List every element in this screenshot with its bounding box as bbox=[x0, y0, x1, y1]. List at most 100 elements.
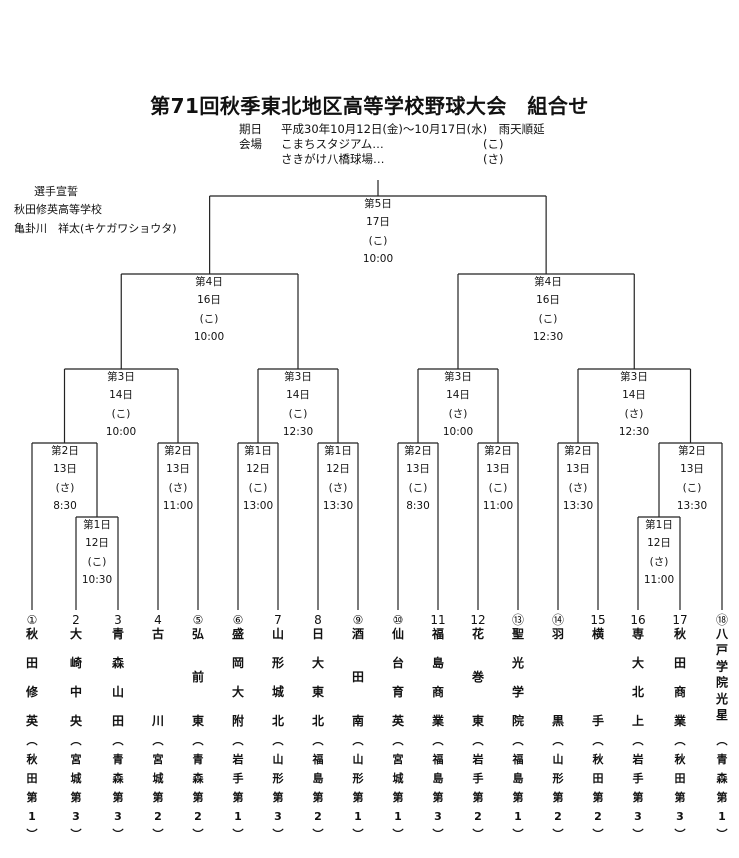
team-name-char: 台 bbox=[392, 655, 404, 670]
team-prefecture-char: 第 bbox=[393, 790, 404, 804]
team-name-char: 形 bbox=[272, 656, 284, 670]
match-venue-label: (こ) bbox=[200, 313, 219, 325]
team-prefecture-char: 島 bbox=[313, 771, 324, 785]
match-date-label: 12日 bbox=[85, 537, 109, 549]
team-name-char: 北 bbox=[632, 684, 644, 699]
match-venue-label: (こ) bbox=[683, 482, 702, 494]
match-day-label: 第2日 bbox=[51, 444, 79, 457]
team-prefecture-char: 宮 bbox=[153, 752, 164, 766]
team-prefecture-char: 第 bbox=[233, 790, 244, 804]
team-name-char: 聖 bbox=[512, 627, 524, 641]
prefecture-paren-open: ︵ bbox=[392, 734, 405, 747]
match-day-label: 第2日 bbox=[678, 444, 706, 457]
match-venue-label: (こ) bbox=[249, 482, 268, 494]
team-prefecture-char: 岩 bbox=[232, 752, 244, 766]
team-prefecture-char: 第 bbox=[153, 790, 164, 804]
team-name-char: 商 bbox=[674, 684, 686, 699]
team-prefecture-char: 第 bbox=[717, 790, 728, 804]
match-venue-label: (さ) bbox=[569, 482, 588, 494]
team-name-char: 大 bbox=[70, 626, 82, 641]
match-day-label: 第1日 bbox=[645, 518, 673, 531]
match-time-label: 11:00 bbox=[163, 500, 193, 512]
team-prefecture-char: 第 bbox=[313, 790, 324, 804]
team-prefecture-char: 山 bbox=[273, 752, 284, 766]
team-seed-number: 7 bbox=[274, 613, 282, 627]
match-date-label: 13日 bbox=[406, 463, 430, 475]
team-prefecture-char: 1 bbox=[718, 810, 726, 823]
prefecture-paren-open: ︵ bbox=[70, 734, 83, 747]
prefecture-paren-open: ︵ bbox=[112, 734, 125, 747]
prefecture-paren-close: ︶ bbox=[112, 827, 125, 841]
prefecture-paren-close: ︶ bbox=[432, 827, 445, 841]
prefecture-paren-close: ︶ bbox=[512, 827, 525, 841]
prefecture-paren-close: ︶ bbox=[192, 827, 205, 841]
team-prefecture-char: 城 bbox=[393, 771, 404, 785]
team-name-char: 星 bbox=[716, 708, 728, 722]
venue2-abbr: (さ) bbox=[483, 152, 504, 166]
team-prefecture-char: 岩 bbox=[472, 752, 484, 766]
team-prefecture-char: 田 bbox=[27, 772, 38, 785]
prefecture-paren-close: ︶ bbox=[272, 827, 285, 841]
team-seed-number: 12 bbox=[470, 613, 485, 627]
team-name-char: 光 bbox=[511, 655, 524, 670]
team-prefecture-char: 島 bbox=[433, 771, 444, 785]
team-name-char: 酒 bbox=[352, 627, 364, 641]
match-day-label: 第3日 bbox=[107, 370, 135, 383]
match-venue-label: (こ) bbox=[489, 482, 508, 494]
team-name-char: 手 bbox=[592, 713, 604, 728]
match-time-label: 12:30 bbox=[533, 331, 563, 343]
page-title: 第71回秋季東北地区高等学校野球大会 組合せ bbox=[150, 94, 589, 118]
prefecture-paren-close: ︶ bbox=[552, 827, 565, 841]
oath-player: 亀卦川 祥太(キケガワショウタ) bbox=[14, 222, 177, 235]
prefecture-paren-open: ︵ bbox=[674, 734, 687, 747]
team-name-char: 森 bbox=[112, 655, 125, 670]
match-time-label: 13:30 bbox=[563, 500, 593, 512]
team-name-char: 英 bbox=[392, 713, 405, 728]
team-name-char: 田 bbox=[674, 656, 686, 670]
match-date-label: 13日 bbox=[680, 463, 704, 475]
match-time-label: 13:30 bbox=[677, 500, 707, 512]
prefecture-paren-open: ︵ bbox=[512, 734, 525, 747]
team-name-char: 学 bbox=[512, 684, 524, 699]
team-prefecture-char: 島 bbox=[513, 771, 524, 785]
team-prefecture-char: 森 bbox=[193, 771, 205, 785]
match-day-label: 第2日 bbox=[564, 444, 592, 457]
team-name-char: 北 bbox=[272, 713, 284, 728]
team-name-char: 前 bbox=[192, 669, 204, 684]
match-time-label: 10:00 bbox=[106, 426, 136, 438]
team-name-char: 崎 bbox=[70, 655, 82, 670]
team-name-char: 日 bbox=[312, 627, 324, 641]
team-prefecture-char: 3 bbox=[434, 810, 442, 823]
team-prefecture-char: 3 bbox=[114, 810, 122, 823]
match-day-label: 第2日 bbox=[484, 444, 512, 457]
prefecture-paren-close: ︶ bbox=[632, 827, 645, 841]
match-day-label: 第3日 bbox=[284, 370, 312, 383]
prefecture-paren-open: ︵ bbox=[312, 734, 325, 747]
prefecture-paren-close: ︶ bbox=[472, 827, 485, 841]
prefecture-paren-open: ︵ bbox=[552, 734, 565, 747]
team-name-char: 附 bbox=[232, 713, 244, 728]
prefecture-paren-close: ︶ bbox=[232, 827, 245, 841]
match-time-label: 12:30 bbox=[283, 426, 313, 438]
team-prefecture-char: 森 bbox=[717, 771, 729, 785]
prefecture-paren-close: ︶ bbox=[592, 827, 605, 841]
team-name-char: 川 bbox=[151, 714, 164, 728]
team-prefecture-char: 3 bbox=[274, 810, 282, 823]
team-seed-number: ⑬ bbox=[512, 613, 524, 627]
match-date-label: 13日 bbox=[566, 463, 590, 475]
match-date-label: 14日 bbox=[622, 389, 646, 401]
match-date-label: 12日 bbox=[647, 537, 671, 549]
team-prefecture-char: 第 bbox=[113, 790, 124, 804]
prefecture-paren-open: ︵ bbox=[272, 734, 285, 747]
match-date-label: 14日 bbox=[109, 389, 133, 401]
team-name-char: 商 bbox=[432, 684, 444, 699]
prefecture-paren-close: ︶ bbox=[70, 827, 83, 841]
team-prefecture-char: 田 bbox=[675, 772, 686, 785]
team-name-char: 育 bbox=[392, 684, 404, 699]
team-prefecture-char: 第 bbox=[71, 790, 82, 804]
team-prefecture-char: 第 bbox=[473, 790, 484, 804]
prefecture-paren-open: ︵ bbox=[352, 734, 365, 747]
team-prefecture-char: 2 bbox=[594, 810, 602, 823]
match-venue-label: (こ) bbox=[289, 408, 308, 420]
team-prefecture-char: 第 bbox=[433, 790, 444, 804]
